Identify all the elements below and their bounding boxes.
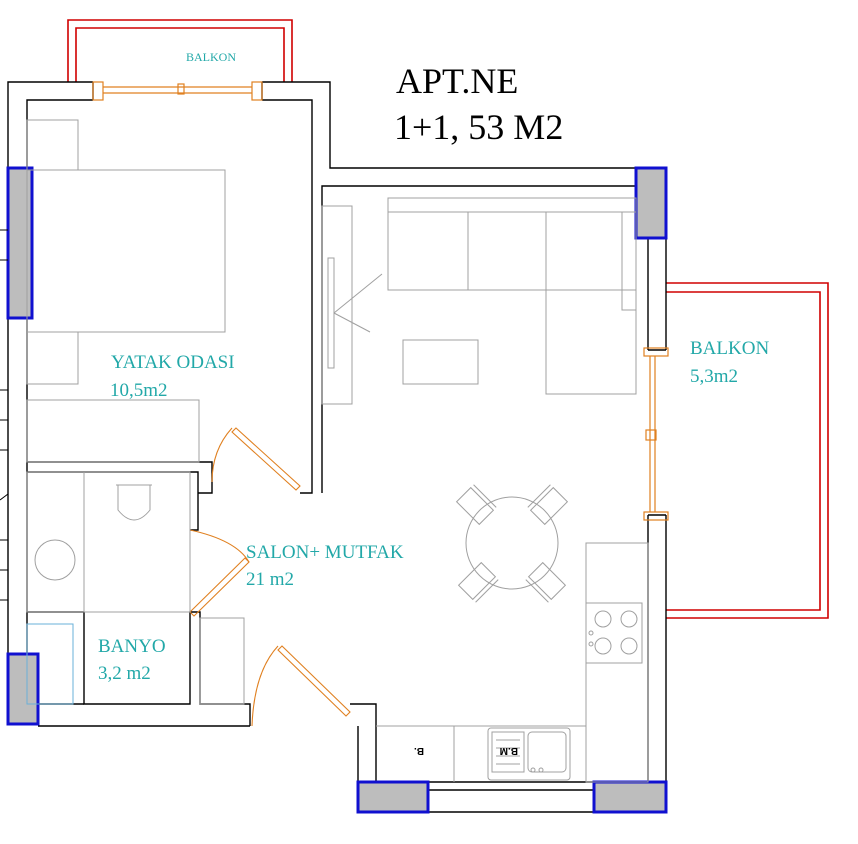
bath-area: 3,2 m2 <box>98 663 151 684</box>
sofa-seat-2 <box>467 211 547 291</box>
column-left-top <box>6 166 34 320</box>
living-label: SALON+ MUTFAK <box>246 542 404 563</box>
burner-1 <box>594 610 612 628</box>
bathroom-fixtures <box>26 471 245 705</box>
burner-2 <box>620 610 638 628</box>
dining-chair-se <box>525 561 567 603</box>
bath-label: BANYO <box>98 636 166 657</box>
nightstand-top <box>26 119 79 171</box>
bedroom-label: YATAK ODASI <box>111 352 235 373</box>
nightstand-bottom <box>26 331 79 385</box>
toilet <box>117 484 151 521</box>
dining-chair-nw <box>455 484 497 526</box>
bedroom-furniture <box>26 119 226 463</box>
sofa-arm <box>621 211 637 311</box>
bed <box>26 169 226 333</box>
wardrobe <box>26 399 200 463</box>
dining-chair-ne <box>527 484 569 526</box>
dining-table <box>465 496 559 590</box>
column-bottom-right <box>592 780 668 814</box>
burner-4 <box>620 637 638 655</box>
column-left-bottom <box>6 652 40 726</box>
window-frames <box>92 81 669 521</box>
walls <box>7 81 667 813</box>
plan-subtitle: 1+1, 53 M2 <box>394 107 563 147</box>
column-bottom-left <box>356 780 430 814</box>
shower-tray <box>26 623 74 705</box>
sofa-chaise <box>545 289 637 395</box>
column-right-top <box>634 166 668 240</box>
sofa-seat-1 <box>387 211 469 291</box>
top-balcony-railing <box>67 19 293 82</box>
burner-3 <box>594 637 612 655</box>
dining-chair-sw <box>457 561 499 603</box>
top-balcony-label: BALKON <box>186 50 236 64</box>
living-area: 21 m2 <box>246 569 294 590</box>
right-balcony-area: 5,3m2 <box>690 366 738 387</box>
sofa-back <box>387 197 637 213</box>
structural-columns <box>6 166 668 814</box>
fridge-label: B. <box>414 745 424 756</box>
tv-screen <box>327 257 335 369</box>
coffee-table <box>402 339 479 385</box>
right-balcony-railing <box>666 282 829 619</box>
plan-title: APT.NE <box>396 61 518 101</box>
kitchen <box>376 542 649 783</box>
sofa-seat-3 <box>545 211 623 291</box>
tv-unit <box>321 205 353 405</box>
washbasin <box>34 539 76 581</box>
sink <box>487 727 571 781</box>
left-edge-marks <box>0 229 9 601</box>
bedroom-area: 10,5m2 <box>110 380 168 401</box>
cooktop <box>585 602 643 664</box>
living-furniture <box>321 197 637 603</box>
right-balcony-label: BALKON <box>690 338 769 359</box>
door-swings <box>189 427 351 727</box>
dishwasher-label: B.M <box>500 745 518 756</box>
